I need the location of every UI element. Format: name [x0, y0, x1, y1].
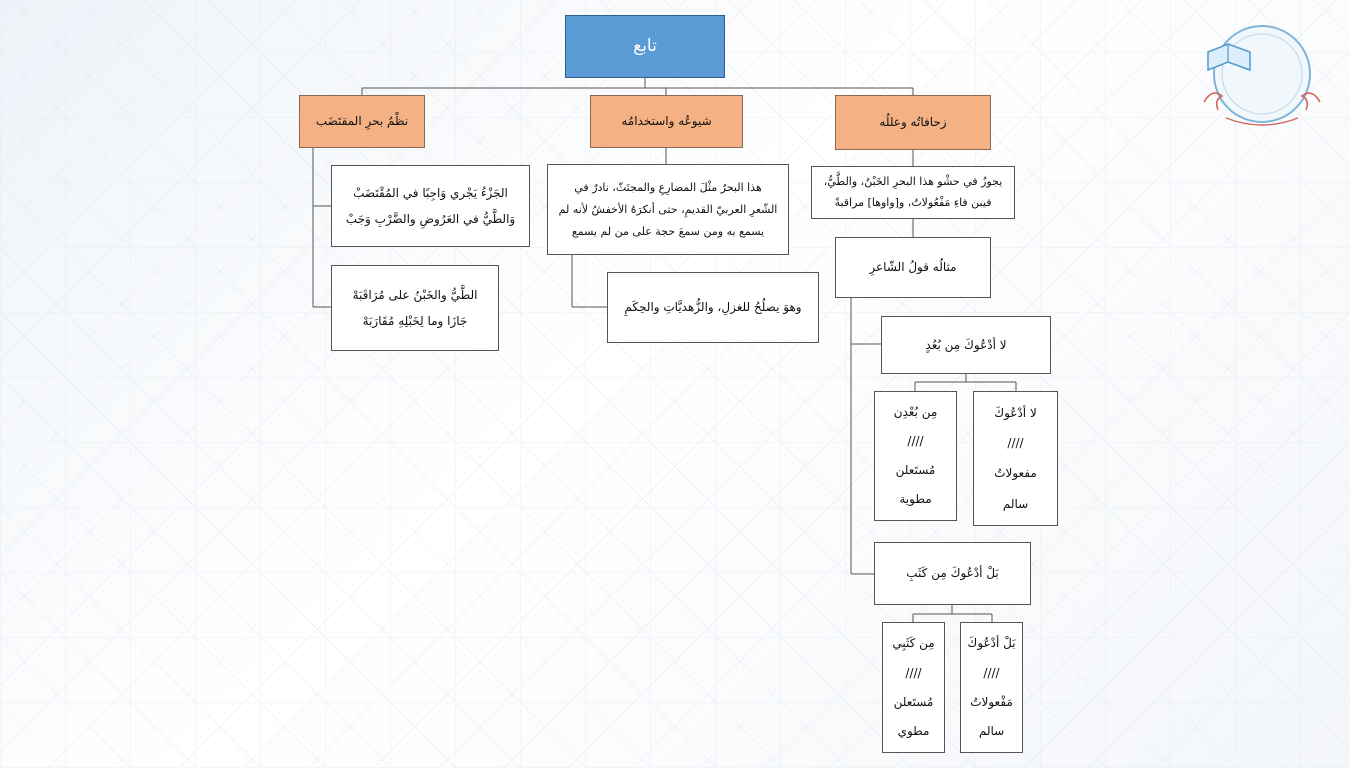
verse2-box: بَلْ أدْعُوكَ مِن كَثَبِ — [874, 542, 1031, 605]
branch-prevalence: شيوعُه واستخدامُه — [590, 95, 743, 148]
prevalence-line: الشّعرِ العربيّ القديمِ، حتى أنكرَهُ الأ… — [558, 202, 778, 216]
scansion-foot: مُستَعلن — [895, 463, 936, 478]
scansion-marks: //// — [905, 665, 922, 680]
scansion-foot: مفعولاتُ — [994, 466, 1037, 481]
scansion-marks: //// — [1007, 436, 1024, 451]
prosody-text-box: يجوزُ في حشْو هذا البحرِ الخَبْنُ، والطَ… — [811, 166, 1015, 219]
verse2-left-scansion: مِن كَثَبِي //// مُستَعلن مطوي — [882, 622, 945, 753]
verse2-right-scansion: بَلْ أدْعُوكَ //// مَفْعولاتُ سالم — [960, 622, 1023, 753]
verse-rule-line: الطَّيُّ والخَبْنُ على مُرَاقَبَهْ — [352, 287, 478, 302]
root-node: تابع — [565, 15, 725, 78]
scansion-foot: مُستَعلن — [893, 694, 934, 709]
logo-emblem — [1203, 25, 1321, 126]
verse-rule-line: وَالطَّيُّ في العَرُوضِ والضَّرْبِ وَجَب… — [345, 212, 516, 226]
scansion-status: سالم — [1002, 496, 1029, 511]
scansion-status: مطوية — [899, 492, 932, 507]
branch-prosody-label: زحافاتُه وعللُه — [879, 115, 947, 130]
root-label: تابع — [633, 36, 657, 57]
example-label: مثالُه قولُ الشّاعرِ — [869, 260, 957, 275]
scansion-status: سالم — [978, 724, 1005, 739]
scansion-status: مطوي — [897, 724, 930, 739]
scansion-word: مِن كَثَبِي — [892, 636, 935, 651]
scansion-foot: مَفْعولاتُ — [970, 694, 1013, 709]
prosody-line: فيبن فاءِ مَفْعُولاتُ، و[واوها] مراقبةً — [834, 195, 992, 209]
prosody-line: يجوزُ في حشْو هذا البحرِ الخَبْنُ، والطَ… — [823, 174, 1003, 188]
verse1-right-scansion: لا أدْعُوكَ //// مفعولاتُ سالم — [973, 391, 1058, 526]
scansion-marks: //// — [907, 434, 924, 449]
branch-prosody: زحافاتُه وعللُه — [835, 95, 991, 150]
verse-rule2-box: الطَّيُّ والخَبْنُ على مُرَاقَبَهْ جَازَ… — [331, 265, 499, 351]
usage-box: وهوَ يصلُحُ للغزلِ، والزُّهديَّاتِ والحِ… — [607, 272, 819, 343]
branch-prevalence-label: شيوعُه واستخدامُه — [621, 114, 712, 129]
prevalence-line: هذا البحرُ مثْلَ المضارِعِ والمجتَثّ، نا… — [574, 180, 762, 194]
prevalence-line: يسمع به ومن سمعَ حجة على من لم يسمع — [571, 224, 765, 238]
usage-label: وهوَ يصلُحُ للغزلِ، والزُّهديَّاتِ والحِ… — [624, 300, 802, 315]
verse-rule-line: جَازَا وما لِخَبْلِهِ مُقَارَبَهْ — [362, 314, 468, 328]
verse1-line: لا أدْعُوكَ مِن بُعُدٍ — [925, 337, 1007, 352]
scansion-marks: //// — [983, 665, 1000, 680]
scansion-word: لا أدْعُوكَ — [994, 405, 1037, 420]
verse1-box: لا أدْعُوكَ مِن بُعُدٍ — [881, 316, 1051, 374]
verse2-line: بَلْ أدْعُوكَ مِن كَثَبِ — [906, 566, 999, 581]
scansion-word: بَلْ أدْعُوكَ — [967, 636, 1016, 651]
branch-verse: نظْمُ بحرِ المقتَضَب — [299, 95, 425, 148]
verse-rule1-box: الجَزْءُ يَجْري وَاجِبًا في المُقْتَضَبْ… — [331, 165, 530, 247]
verse-rule-line: الجَزْءُ يَجْري وَاجِبًا في المُقْتَضَبْ — [353, 185, 508, 200]
prevalence-text-box: هذا البحرُ مثْلَ المضارِعِ والمجتَثّ، نا… — [547, 164, 789, 255]
example-box: مثالُه قولُ الشّاعرِ — [835, 237, 991, 298]
scansion-word: مِن بُعْدِن — [893, 405, 938, 420]
verse1-left-scansion: مِن بُعْدِن //// مُستَعلن مطوية — [874, 391, 957, 521]
branch-verse-label: نظْمُ بحرِ المقتَضَب — [315, 114, 409, 129]
